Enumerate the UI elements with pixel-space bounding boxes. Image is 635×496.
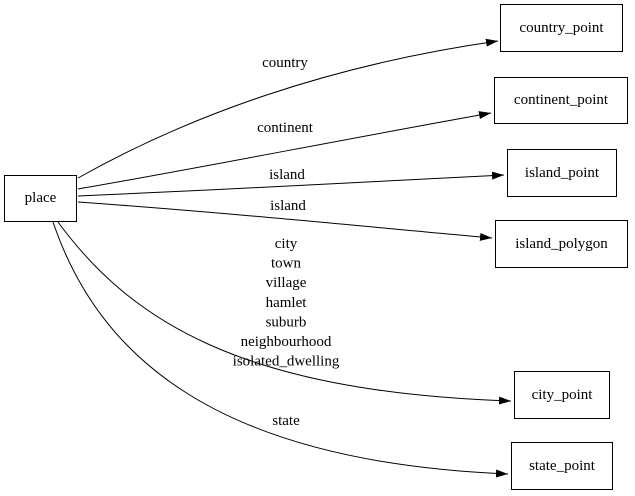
edge-label-place-to-country_point: country [262,55,308,71]
node-city_point: city_point [514,371,610,419]
node-continent_point: continent_point [494,77,628,124]
edge-label-place-to-state_point: state [272,413,300,429]
edge-label-place-to-island_polygon: island [270,198,306,214]
edge-label-place-to-island_point: island [269,167,305,183]
edge-place-to-continent_point [77,111,492,190]
node-island_polygon: island_polygon [495,220,628,268]
node-label-country_point: country_point [519,19,604,36]
node-label-city_point: city_point [531,386,593,403]
node-label-state_point: state_point [529,457,595,474]
node-label-place: place [24,190,57,206]
edge-place-to-state_point [52,221,509,478]
edge-place-to-island_point [77,171,505,197]
node-label-continent_point: continent_point [513,92,609,108]
node-label-island_polygon: island_polygon [515,235,608,252]
node-place: place [4,175,77,222]
edge-label-place-to-continent_point: continent [257,120,314,136]
edge-place-to-country_point [77,38,499,179]
node-island_point: island_point [507,149,617,197]
node-state_point: state_point [511,442,613,490]
edge-place-to-city_point [57,221,512,405]
node-country_point: country_point [500,4,623,52]
edge-place-to-island_polygon [77,201,493,241]
node-label-island_point: island_point [524,164,600,181]
